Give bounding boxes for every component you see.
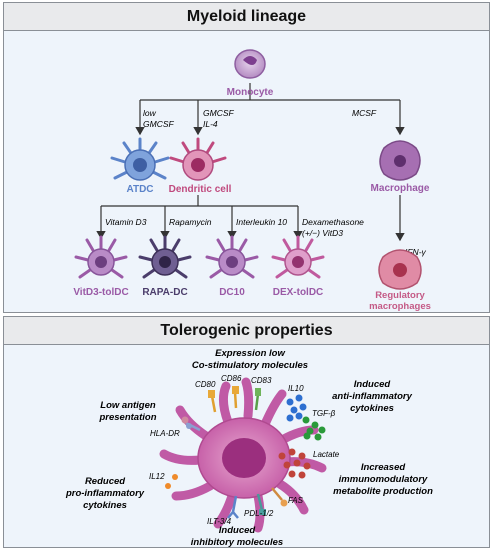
atdc-edge-label-1: low <box>143 108 157 118</box>
cd83-receptor <box>254 388 261 411</box>
anti-inflammatory-heading-3: cytokines <box>350 403 394 414</box>
tgfb-label: TGF-β <box>312 409 336 418</box>
dc10-label: DC10 <box>219 287 245 298</box>
tolerogenic-properties-header: Tolerogenic properties <box>3 316 490 345</box>
macrophage-label: Macrophage <box>371 183 430 194</box>
tolerogenic-dc-cell <box>159 377 327 533</box>
dex-toldc-cell <box>271 235 325 279</box>
pro-inflammatory-heading-3: cytokines <box>83 500 127 511</box>
fas-receptor <box>271 487 288 507</box>
il12-label: IL12 <box>149 472 165 481</box>
pro-inflammatory-heading-1: Reduced <box>85 476 125 487</box>
pdl-label: PDL-1/2 <box>244 509 274 518</box>
atdc-cell <box>110 137 170 181</box>
macrophage-cell <box>379 140 421 181</box>
il10-dots <box>286 394 307 422</box>
lactate-dots <box>278 448 311 479</box>
ifn-gamma-label: IFN-γ <box>405 247 427 257</box>
cd80-label: CD80 <box>195 380 216 389</box>
costim-heading-2: Co-stimulatory molecules <box>192 360 308 371</box>
fas-label: FAS <box>288 496 304 505</box>
hla-dr-label: HLA-DR <box>150 429 180 438</box>
cd83-label: CD83 <box>251 376 272 385</box>
pdl-receptor <box>256 493 266 515</box>
cd80-receptor <box>208 390 217 413</box>
il12-dots <box>165 474 178 489</box>
low-antigen-heading-2: presentation <box>98 412 156 423</box>
hla-dr-receptor <box>181 416 201 432</box>
lineage-connectors <box>96 83 405 242</box>
monocyte-cell <box>234 49 266 79</box>
inhibitory-heading-1: Induced <box>219 525 256 536</box>
dc10-cell <box>205 235 259 279</box>
treatment-vitd3-label: Vitamin D3 <box>105 217 147 227</box>
tolerogenic-properties-title: Tolerogenic properties <box>160 322 333 339</box>
metabolite-heading-3: metabolite production <box>333 486 433 497</box>
regulatory-macrophages-label-2: macrophages <box>369 301 431 312</box>
low-antigen-heading-1: Low antigen <box>100 400 156 411</box>
dc-edge-label-2: IL-4 <box>203 119 218 129</box>
cd86-label: CD86 <box>221 374 242 383</box>
il10-label: IL10 <box>288 384 304 393</box>
treatment-il10-label: Interleukin 10 <box>236 217 287 227</box>
monocyte-label: Monocyte <box>227 87 274 98</box>
vitd3-toldc-cell <box>74 235 128 279</box>
vitd3-toldc-label: VitD3-tolDC <box>73 287 128 298</box>
macrophage-edge-label: MCSF <box>352 108 377 118</box>
myeloid-lineage-header: Myeloid lineage <box>3 2 490 31</box>
dex-toldc-label: DEX-tolDC <box>273 287 324 298</box>
pro-inflammatory-heading-2: pro-inflammatory <box>65 488 145 499</box>
anti-inflammatory-heading-1: Induced <box>354 379 391 390</box>
metabolite-heading-2: immunomodulatory <box>339 474 428 485</box>
inhibitory-heading-2: inhibitory molecules <box>191 537 283 548</box>
treatment-dex-label-1: Dexamethasone <box>302 217 364 227</box>
metabolite-heading-1: Increased <box>361 462 406 473</box>
anti-inflammatory-heading-2: anti-inflammatory <box>332 391 412 402</box>
regulatory-macrophage-cell <box>378 249 422 290</box>
dendritic-cell-label: Dendritic cell <box>169 184 232 195</box>
dendritic-cell <box>169 137 227 181</box>
dc-edge-label-1: GMCSF <box>203 108 235 118</box>
lactate-label: Lactate <box>313 450 340 459</box>
costim-heading-1: Expression low <box>215 348 285 359</box>
ilt-receptor <box>227 495 239 519</box>
atdc-edge-label-2: GMCSF <box>143 119 175 129</box>
cd86-receptor <box>232 386 239 409</box>
treatment-rapa-label: Rapamycin <box>169 217 212 227</box>
regulatory-macrophages-label-1: Regulatory <box>375 290 425 301</box>
tgfb-dots <box>302 416 326 441</box>
treatment-dex-label-2: (+/−) VitD3 <box>302 228 343 238</box>
atdc-label: ATDC <box>126 184 153 195</box>
rapa-dc-cell <box>138 235 192 279</box>
myeloid-lineage-title: Myeloid lineage <box>186 8 307 25</box>
ilt-label: ILT-3/4 <box>207 517 232 526</box>
rapa-dc-label: RAPA-DC <box>142 287 187 298</box>
